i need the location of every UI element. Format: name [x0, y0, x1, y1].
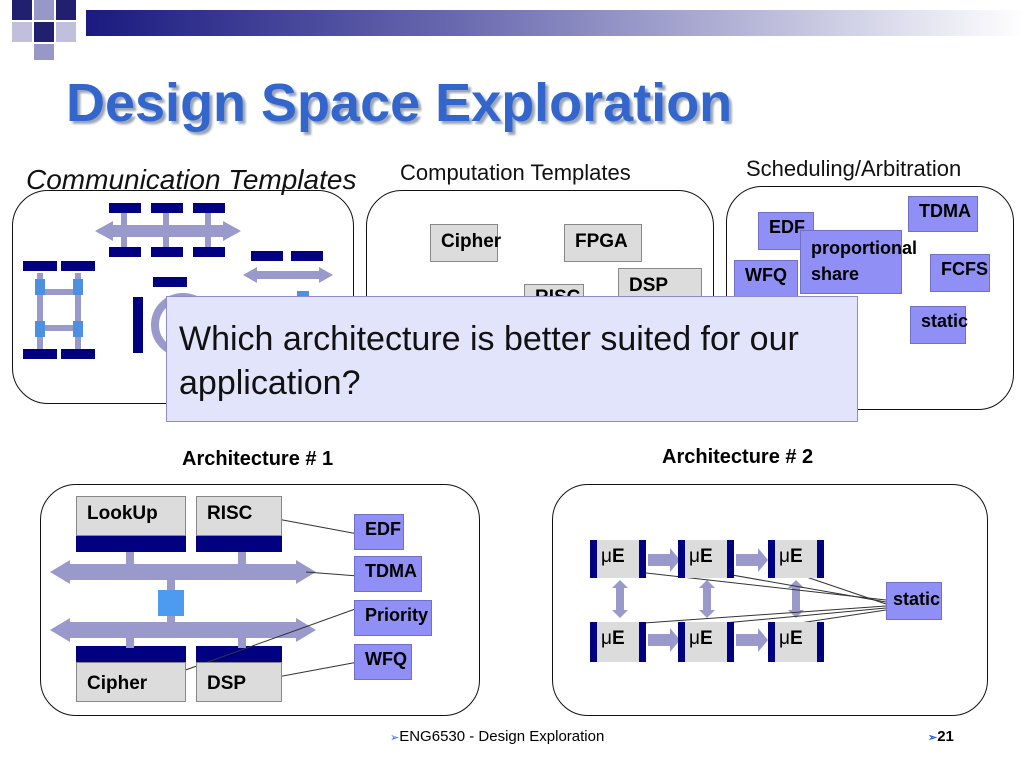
scheduling-item-fcfs: FCFS — [930, 254, 990, 292]
arch1-component-dsp: DSP — [196, 662, 282, 702]
arch2-element-prefix: μ — [779, 628, 790, 649]
arch2-element-prefix: μ — [689, 546, 700, 567]
arch2-element-2: μE — [678, 540, 734, 578]
scheduling-templates-caption: Scheduling/Arbitration — [746, 156, 962, 181]
arch2-element-label: E — [611, 546, 625, 567]
architecture-2-label: Architecture # 2 — [662, 446, 814, 468]
arch2-element-prefix: μ — [601, 628, 612, 649]
arch1-policy-tdma: TDMA — [354, 556, 422, 592]
slide-footer: ➢ENG6530 - Design Exploration — [390, 728, 604, 745]
scheduling-item-static: static — [910, 306, 968, 344]
computation-item-cipher: Cipher — [430, 224, 501, 262]
scheduling-item-tdma: TDMA — [908, 196, 978, 232]
arch2-element-label: E — [789, 546, 803, 567]
arch2-element-label: E — [611, 628, 625, 649]
bullet-arrow-icon: ➢ — [390, 732, 400, 744]
arch2-element-3: μE — [768, 540, 824, 578]
arch1-component-risc: RISC — [196, 496, 282, 536]
question-callout-text: Which architecture is better suited for … — [179, 320, 799, 402]
arch1-policy-wfq: WFQ — [354, 644, 412, 680]
communication-templates-graphic — [23, 203, 333, 359]
scheduling-item-wfq: WFQ — [734, 260, 798, 298]
scheduling-item-proportional-share: proportional share — [800, 230, 917, 294]
arch2-element-prefix: μ — [689, 628, 700, 649]
architecture-2-graphic — [601, 548, 887, 652]
bullet-arrow-icon: ➢ — [928, 732, 938, 744]
footer-text: ENG6530 - Design Exploration — [399, 728, 605, 745]
computation-templates-caption: Computation Templates — [400, 160, 631, 185]
arch2-element-5: μE — [678, 622, 734, 662]
arch2-element-prefix: μ — [601, 546, 612, 567]
arch2-policy-static: static — [886, 582, 942, 620]
arch2-element-1: μE — [590, 540, 646, 578]
arch2-element-label: E — [789, 628, 803, 649]
page-number: ➢21 — [928, 728, 954, 745]
computation-item-fpga: FPGA — [564, 224, 642, 262]
arch2-element-4: μE — [590, 622, 646, 662]
arch2-element-6: μE — [768, 622, 824, 662]
arch1-component-lookup: LookUp — [76, 496, 186, 536]
arch1-policy-priority: Priority — [354, 600, 432, 636]
arch2-element-prefix: μ — [779, 546, 790, 567]
arch2-element-label: E — [699, 628, 713, 649]
question-callout: Which architecture is better suited for … — [166, 296, 858, 422]
arch2-element-label: E — [699, 546, 713, 567]
arch1-component-cipher: Cipher — [76, 662, 186, 702]
arch1-policy-edf: EDF — [354, 514, 404, 550]
communication-templates-caption: Communication Templates — [26, 164, 357, 195]
header-decoration — [0, 0, 1024, 60]
architecture-1-graphic — [50, 517, 359, 679]
architecture-1-label: Architecture # 1 — [182, 448, 334, 470]
slide-title: Design Space Exploration — [66, 73, 733, 133]
page-number-text: 21 — [937, 728, 954, 745]
